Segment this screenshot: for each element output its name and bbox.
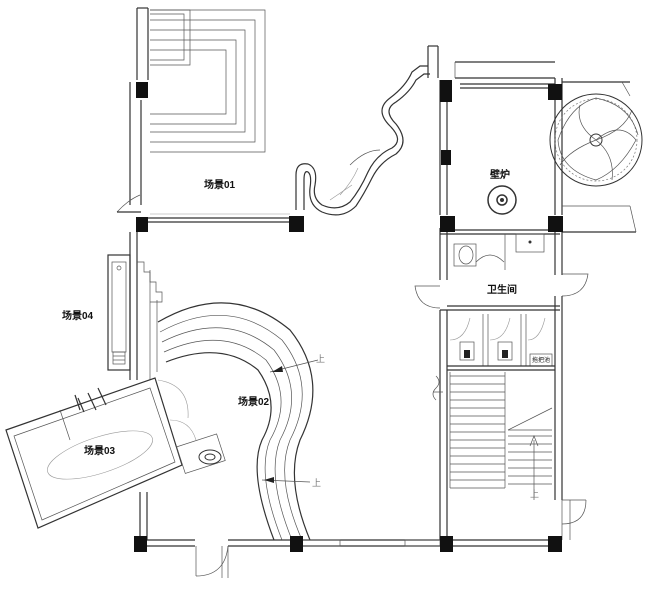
stair-up-marker: 上: [530, 489, 539, 499]
structural-columns: [134, 80, 563, 552]
scene02-area: [129, 232, 560, 578]
scene04-panel: [107, 254, 131, 371]
winding-path: [295, 65, 430, 216]
fireplace-label: 壁炉: [490, 168, 510, 181]
scene01-area: [116, 7, 292, 223]
stairs: [449, 372, 587, 540]
bridge-up-marker-2: 上: [312, 478, 321, 488]
spiral-staircase-icon: [549, 93, 643, 187]
scene02-label: 场景02: [238, 395, 270, 408]
wall-ornament: [432, 375, 443, 401]
fireplace-icon: [487, 185, 517, 215]
mop-pool-label: 拖把池: [532, 356, 550, 364]
restroom-area: [414, 228, 589, 540]
scene03-box: [5, 377, 226, 529]
scene03-label: 场景03: [84, 444, 116, 457]
scene04-label: 场景04: [62, 309, 94, 322]
sculpture-icon: [198, 449, 222, 465]
bridge-up-marker-1: 上: [316, 354, 325, 364]
scene01-label: 场景01: [204, 178, 236, 191]
fireplace-zone: [427, 45, 637, 233]
restroom-label: 卫生间: [487, 283, 517, 296]
